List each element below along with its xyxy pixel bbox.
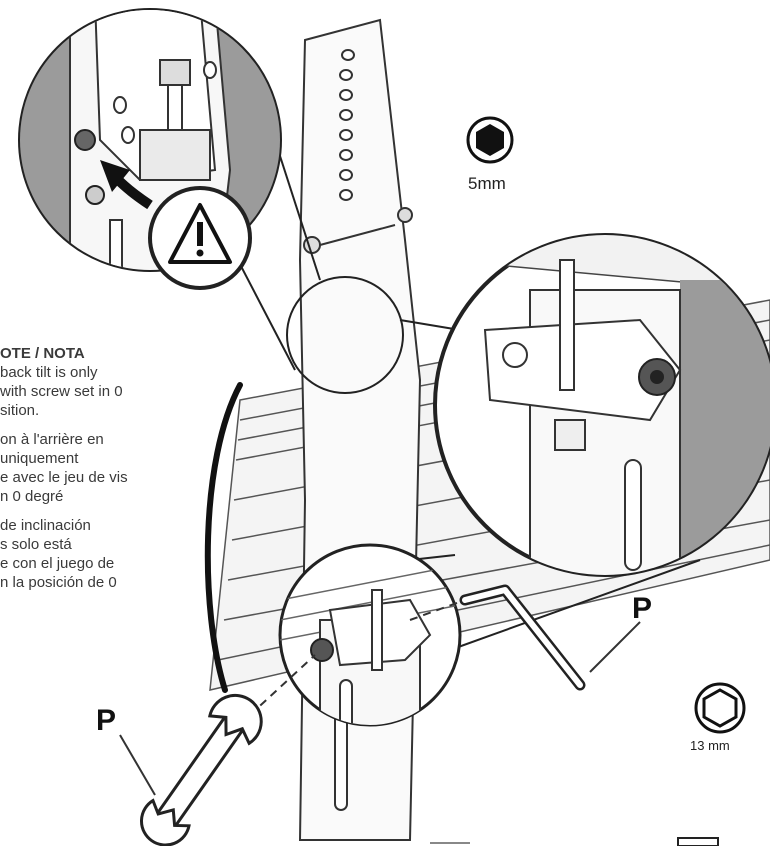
detail-marker-top (286, 276, 404, 394)
label-p-left: P (96, 704, 117, 737)
zoom-detail-top-left (18, 8, 282, 290)
pointer-line-right (589, 621, 641, 673)
zoom-detail-bottom (278, 543, 462, 727)
pointer-line-left (119, 734, 156, 796)
note-panel: OTE / NOTA back tilt is only with screw … (0, 344, 250, 602)
wrench-tool (140, 693, 263, 846)
hex-key-tool (459, 584, 586, 691)
socket-size-label: 13 mm (690, 738, 730, 753)
note-french: on à l'arrière en uniquement e avec le j… (0, 431, 128, 505)
hex-key-size-label: 5mm (468, 174, 506, 193)
hex-key-icon (466, 116, 514, 164)
note-title: OTE / NOTA (0, 345, 85, 362)
note-bracket (204, 382, 243, 693)
note-spanish: de inclinación s solo está e con el jueg… (0, 517, 117, 591)
note-english: back tilt is only with screw set in 0 si… (0, 364, 123, 419)
socket-icon (694, 682, 746, 734)
guide-lines (249, 599, 466, 716)
label-p-right: P (632, 592, 653, 625)
